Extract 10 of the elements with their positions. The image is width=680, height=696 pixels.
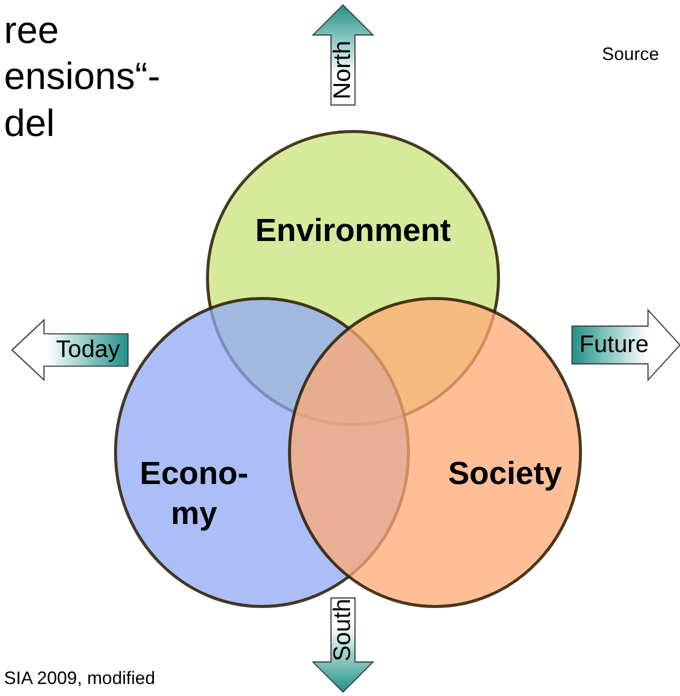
title: ree ensions“- del — [4, 9, 162, 147]
circle-label: Society — [448, 454, 562, 492]
note-text: Source — [602, 44, 660, 65]
arrow-label: North — [331, 40, 355, 100]
circle-label: Environment — [255, 211, 451, 250]
arrow-label: Future — [579, 333, 649, 357]
arrow-label: Today — [56, 338, 120, 362]
circle-label: Econo- my — [138, 454, 250, 532]
note-text: SIA 2009, modified — [4, 668, 156, 689]
arrow-label: South — [331, 598, 355, 662]
